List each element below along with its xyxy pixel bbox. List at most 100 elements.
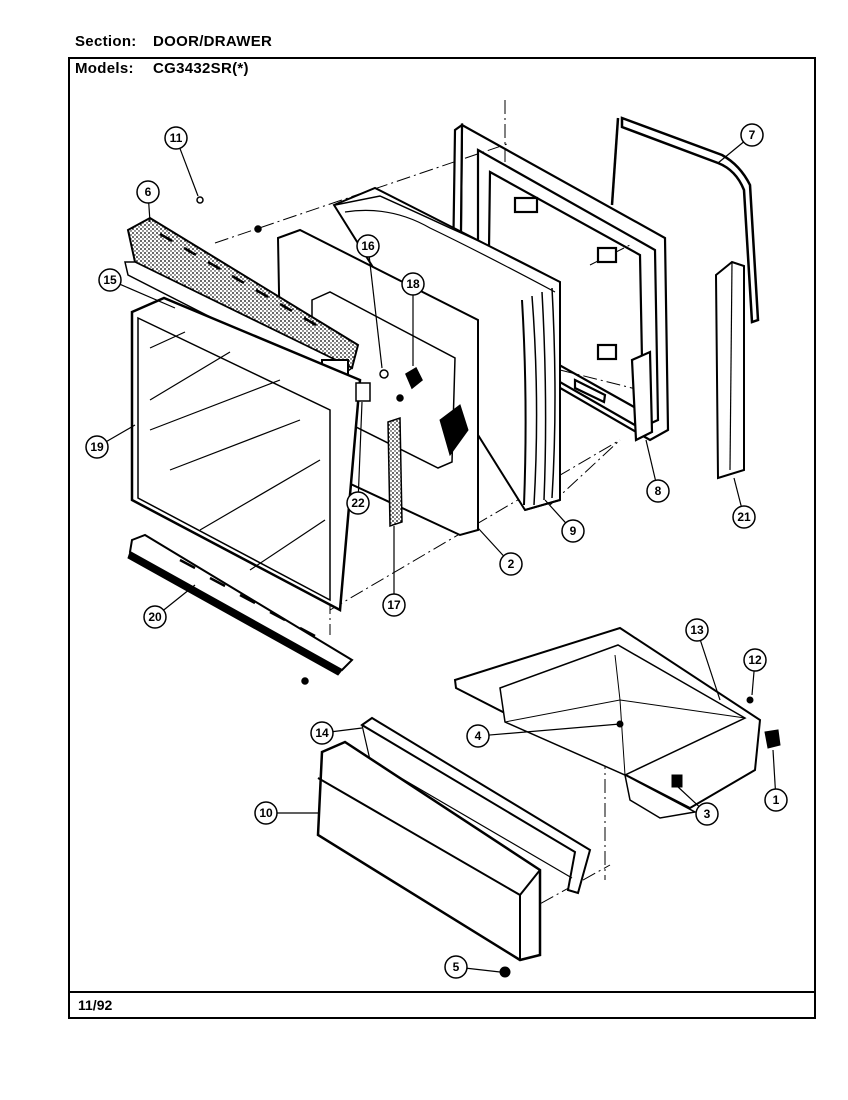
- leader-line: [148, 202, 151, 223]
- callout-number: 18: [406, 277, 420, 291]
- leader-line: [544, 499, 567, 524]
- callout-7: 7: [717, 123, 764, 164]
- callout-21: 21: [732, 477, 756, 529]
- section-value: DOOR/DRAWER: [153, 33, 273, 50]
- callout-number: 5: [453, 960, 460, 974]
- callout-1: 1: [764, 749, 788, 812]
- leader-line: [106, 424, 136, 443]
- callout-number: 9: [570, 524, 577, 538]
- callout-9: 9: [544, 499, 585, 543]
- callout-circle: [444, 955, 468, 979]
- callout-circle: [764, 788, 788, 812]
- callout-number: 21: [737, 510, 751, 524]
- callout-circle: [85, 435, 109, 459]
- callout-circle: [346, 491, 370, 515]
- callout-circle: [164, 126, 188, 150]
- callout-number: 20: [148, 610, 162, 624]
- callout-circle: [561, 519, 585, 543]
- part-18-bracket: [405, 366, 423, 390]
- drawer-pan: [453, 626, 781, 819]
- callout-number: 11: [170, 131, 183, 145]
- part-11-screw: [196, 196, 204, 204]
- footer-divider: [68, 991, 816, 993]
- callout-circle: [310, 721, 334, 745]
- callout-number: 16: [361, 239, 375, 253]
- callout-number: 13: [690, 623, 704, 637]
- part-22-clip: [355, 382, 371, 402]
- leader-line: [733, 477, 742, 507]
- callout-number: 4: [475, 729, 482, 743]
- callout-4: 4: [466, 723, 621, 748]
- callout-circle: [646, 479, 670, 503]
- door-hardware: [196, 196, 423, 685]
- callout-number: 10: [259, 806, 273, 820]
- models-header: Models:CG3432SR(*): [75, 60, 249, 77]
- callout-11: 11: [164, 126, 199, 197]
- leader-line: [676, 785, 700, 807]
- leader-line: [488, 723, 621, 736]
- screw: [301, 677, 309, 685]
- callout-circle: [466, 724, 490, 748]
- leader-line: [699, 640, 721, 701]
- leader-line: [717, 141, 744, 164]
- callout-circle: [740, 123, 764, 147]
- callout-16: 16: [356, 234, 383, 369]
- callout-12: 12: [743, 648, 767, 696]
- callout-circle: [382, 593, 406, 617]
- door-hinge: [387, 416, 403, 528]
- callout-number: 14: [315, 726, 329, 740]
- callout-17: 17: [382, 526, 406, 617]
- callout-number: 8: [655, 484, 662, 498]
- side-trim: [714, 260, 745, 480]
- callout-circle: [732, 505, 756, 529]
- leader-line: [466, 967, 501, 973]
- callout-number: 22: [351, 496, 365, 510]
- callout-circle: [499, 552, 523, 576]
- leader-line: [332, 727, 363, 733]
- callout-2: 2: [477, 527, 523, 576]
- diagram-frame: [68, 57, 816, 1019]
- callout-3: 3: [676, 785, 719, 826]
- bottom-door-trim: [127, 533, 354, 676]
- callout-number: 12: [748, 653, 762, 667]
- leader-line: [368, 256, 383, 369]
- callout-15: 15: [98, 268, 176, 309]
- callout-20: 20: [143, 584, 196, 629]
- callout-circle: [136, 180, 160, 204]
- leader-line: [163, 584, 196, 611]
- callout-circle: [356, 234, 380, 258]
- callout-circle: [98, 268, 122, 292]
- callout-18: 18: [401, 272, 425, 366]
- callout-circle: [695, 802, 719, 826]
- callout-number: 2: [508, 557, 515, 571]
- drawer-front: [316, 740, 542, 978]
- callout-circle: [401, 272, 425, 296]
- callout-8: 8: [645, 439, 670, 503]
- section-label: Section:: [75, 33, 137, 50]
- leader-line: [772, 749, 776, 790]
- callout-22: 22: [346, 401, 370, 515]
- leader-line: [751, 670, 755, 696]
- callout-10: 10: [254, 801, 318, 825]
- screw: [396, 394, 404, 402]
- screw: [254, 225, 262, 233]
- callout-number: 7: [749, 128, 756, 142]
- callout-layer: 11 6 15 19 20 16 18 22 17 2 9 8 7 21 13 12 4 3 1 14 10 5: [85, 123, 788, 979]
- leader-line: [119, 283, 176, 309]
- callout-circle: [685, 618, 709, 642]
- callout-number: 19: [90, 440, 104, 454]
- part-16-screw: [379, 369, 389, 379]
- callout-number: 15: [103, 273, 117, 287]
- callout-6: 6: [136, 180, 160, 223]
- callout-number: 3: [704, 807, 711, 821]
- callout-circle: [143, 605, 167, 629]
- callout-circle: [254, 801, 278, 825]
- leader-line: [645, 439, 657, 481]
- callout-number: 1: [773, 793, 780, 807]
- section-header: Section: DOOR/DRAWER: [75, 33, 272, 50]
- door-gasket: [610, 116, 760, 324]
- revision-date: 11/92: [78, 997, 113, 1013]
- models-value: CG3432SR(*): [153, 60, 249, 77]
- callout-circle: [743, 648, 767, 672]
